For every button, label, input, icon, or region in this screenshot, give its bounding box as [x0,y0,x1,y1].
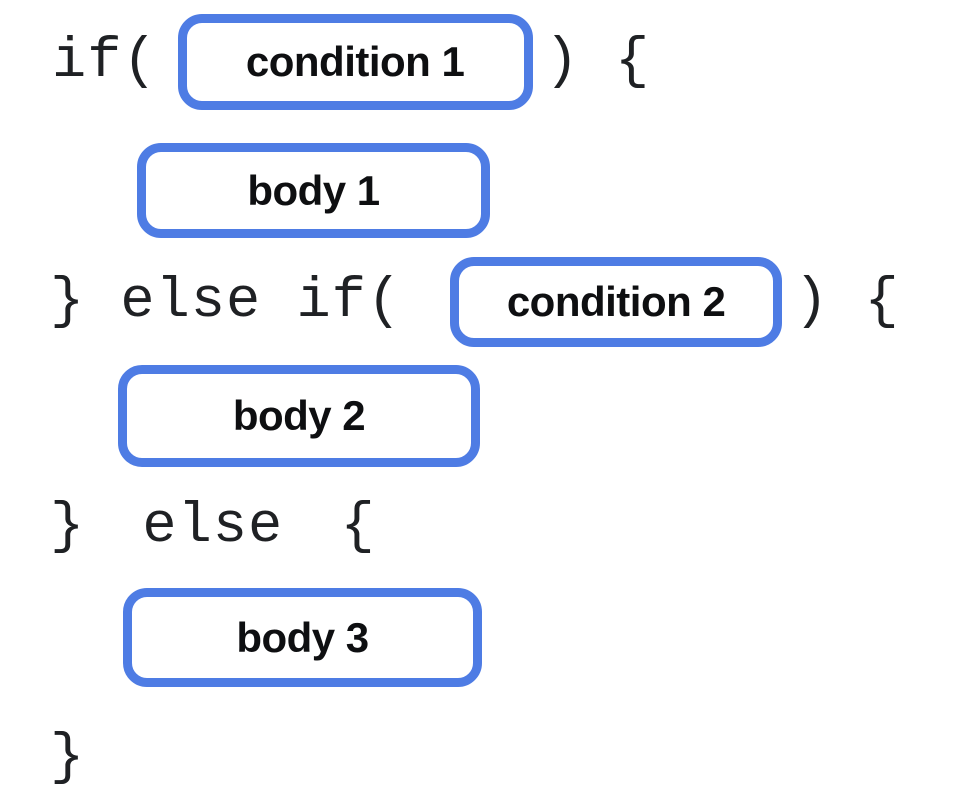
if-line: if( condition 1 ) { [0,14,980,110]
body-1-label: body 1 [247,166,380,214]
else-line: } else { [0,492,980,562]
body-1-line: body 1 [0,110,980,238]
else-if-line: } else if( condition 2 ) { [0,257,980,347]
condition-1-label: condition 1 [245,38,465,85]
code-if-open: if( [52,30,158,94]
body-3-slot: body 3 [123,588,482,687]
body-2-label: body 2 [232,392,366,439]
code-if-close: ) { [544,30,651,94]
code-elseif-open: } else if( [50,270,403,334]
condition-1-slot: condition 1 [177,14,533,110]
body-2-slot: body 2 [118,365,480,467]
code-closing-brace: } [50,726,86,790]
body-3-label: body 3 [236,613,369,661]
condition-2-slot: condition 2 [450,257,783,347]
condition-2-label: condition 2 [506,278,726,325]
code-elseif-close: ) { [794,270,900,334]
body-1-slot: body 1 [137,143,490,238]
code-else-line: } else { [50,495,376,559]
closing-brace-line: } [0,723,980,793]
body-3-line: body 3 [0,562,980,687]
body-2-line: body 2 [0,347,980,467]
